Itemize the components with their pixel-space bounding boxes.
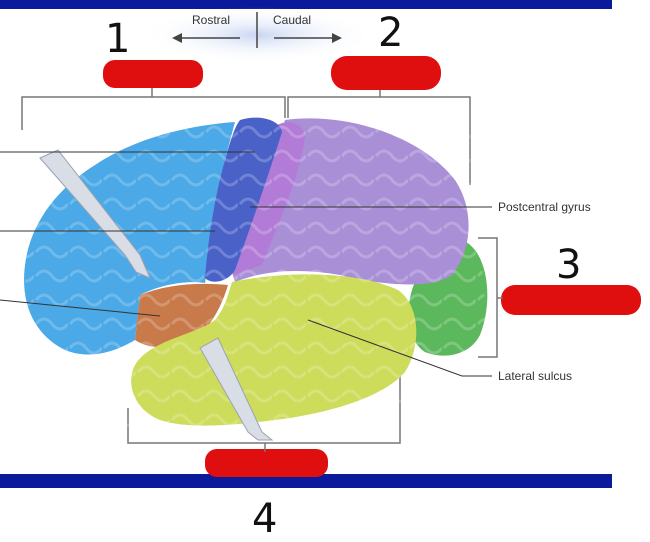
- orientation-glow: [140, 7, 376, 63]
- handwritten-2: 2: [378, 10, 403, 56]
- orientation-indicator: Rostral Caudal: [172, 12, 342, 48]
- handwritten-4: 4: [252, 496, 277, 542]
- postcentral-gyrus-label: Postcentral gyrus: [498, 200, 591, 214]
- brain-illustration: [24, 117, 495, 441]
- handwritten-1: 1: [105, 16, 130, 62]
- rostral-arrow-head: [172, 33, 182, 43]
- redaction-mark-4: [205, 449, 328, 477]
- leader-operculum: [0, 299, 161, 317]
- redaction-mark-2: [331, 56, 441, 90]
- bracket-frontal: [21, 96, 286, 130]
- caudal-label: Caudal: [273, 13, 311, 27]
- probe-lower: [199, 337, 274, 441]
- handwritten-3: 3: [556, 242, 581, 288]
- lateral-sulcus-label: Lateral sulcus: [498, 369, 572, 383]
- caudal-arrow-head: [332, 33, 342, 43]
- rostral-label: Rostral: [192, 13, 230, 27]
- redaction-mark-3: [501, 285, 641, 315]
- probe-upper: [39, 149, 151, 279]
- bottom-frame-bar: [0, 474, 612, 488]
- leader-lateral-sulcus: [307, 319, 492, 377]
- redaction-mark-1: [103, 60, 203, 88]
- top-frame-bar: [0, 0, 612, 9]
- leader-lines: [0, 151, 492, 377]
- gyri-texture: [25, 125, 495, 430]
